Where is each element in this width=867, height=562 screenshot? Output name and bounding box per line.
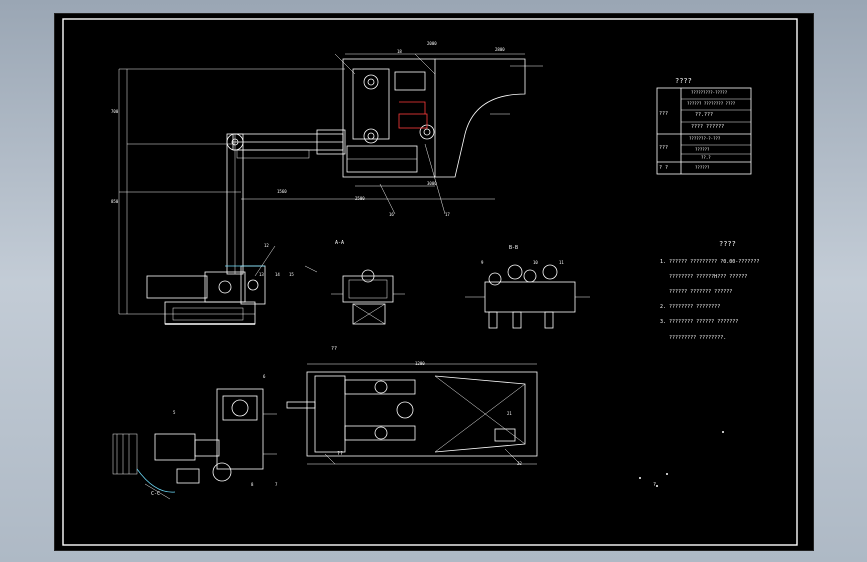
section-c-label: C-C bbox=[151, 491, 161, 497]
tech-table-cell: ???????-?-??? bbox=[689, 136, 721, 141]
callout-label: ?? bbox=[331, 346, 338, 352]
part-number: 22 bbox=[517, 461, 522, 466]
part-number: 15 bbox=[289, 272, 294, 277]
top-view bbox=[286, 363, 538, 465]
note-line: ????????? ????????. bbox=[660, 334, 727, 341]
section-b bbox=[465, 264, 590, 329]
part-number: 14 bbox=[275, 272, 280, 277]
part-number: 7 bbox=[275, 482, 278, 487]
note-line: ?????? ??????? ?????? bbox=[660, 288, 733, 295]
tech-table-group-2: ??? bbox=[659, 145, 669, 151]
callout-label: ? bbox=[653, 482, 657, 488]
part-number: 6 bbox=[263, 374, 266, 379]
note-line: ???????? ??????H??? ?????? bbox=[660, 273, 748, 280]
cad-drawing bbox=[62, 18, 798, 546]
note-line: 1. ?????? ????????? ?0.00-??????? bbox=[660, 258, 760, 265]
section-a bbox=[331, 269, 405, 325]
tech-table-group-1: ??? bbox=[659, 111, 669, 117]
part-number: 11 bbox=[559, 260, 564, 265]
dimension-label: 2800 bbox=[495, 47, 505, 52]
tech-table-title: ???? bbox=[675, 77, 692, 85]
dimension-label: 700 bbox=[111, 109, 119, 114]
part-number: 16 bbox=[389, 212, 394, 217]
marker-dot bbox=[666, 473, 668, 475]
part-number: 21 bbox=[507, 411, 512, 416]
marker-dot bbox=[656, 485, 658, 487]
marker-dot bbox=[639, 477, 641, 479]
part-number: 12 bbox=[264, 243, 269, 248]
note-line: 2. ???????? ???????? bbox=[660, 304, 721, 311]
notes-title: ???? bbox=[719, 240, 736, 248]
notes-body: 1. ?????? ????????? ?0.00-??????? ??????… bbox=[660, 251, 759, 350]
tech-table-cell: ???? ?????? bbox=[691, 124, 725, 130]
tech-table-cell: ?????? bbox=[695, 147, 710, 152]
callout-label: ?? bbox=[337, 451, 344, 457]
tech-table-group-3: ? ? bbox=[659, 165, 669, 171]
tech-table-frame bbox=[656, 87, 752, 175]
part-number: 8 bbox=[251, 482, 254, 487]
part-number: 5 bbox=[173, 410, 176, 415]
part-number: 10 bbox=[533, 260, 538, 265]
tech-table-cell: ?????? bbox=[695, 165, 710, 170]
tech-table-cell: ?????? ???????? ???? bbox=[687, 101, 736, 106]
dimension-label: 850 bbox=[111, 199, 119, 204]
tech-table-cell: ?????????-????? bbox=[691, 90, 728, 95]
note-line: 3. ???????? ?????? ??????? bbox=[660, 319, 739, 326]
dimension-label: 1560 bbox=[277, 189, 287, 194]
main-view bbox=[118, 53, 543, 325]
dimension-label: 3000 bbox=[427, 181, 437, 186]
dimension-label: 2500 bbox=[355, 196, 365, 201]
outer-frame bbox=[62, 18, 798, 546]
part-number: 13 bbox=[259, 272, 264, 277]
marker-dot bbox=[722, 431, 724, 433]
part-number: 18 bbox=[397, 49, 402, 54]
tech-table-cell: ??.??? bbox=[695, 112, 714, 118]
dimension-label: 1200 bbox=[415, 361, 425, 366]
part-number: 17 bbox=[445, 212, 450, 217]
dimension-label: 2000 bbox=[427, 41, 437, 46]
tech-table-cell: ??.? bbox=[701, 155, 711, 160]
part-number: 9 bbox=[481, 260, 484, 265]
drive-view bbox=[112, 388, 277, 500]
section-a-label: A-A bbox=[335, 240, 345, 246]
section-b-label: B-B bbox=[509, 245, 519, 251]
drawing-sheet: ???? ??? ??? ? ? ?????????-????? ?????? … bbox=[54, 13, 814, 551]
